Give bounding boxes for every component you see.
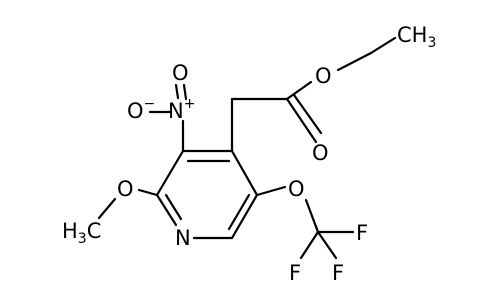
atom-labels: CH3 O O N+ O O− O H3C N O F F F: [62, 23, 436, 285]
atom-o-methoxy: O: [117, 177, 134, 201]
atom-o-nitro-top: O: [172, 61, 189, 85]
atom-f-bottom-left: F: [289, 261, 301, 285]
bond-oocf3-cf3: [304, 198, 320, 234]
bond-ring-c2-n: [155, 193, 178, 227]
atom-ch3-left: H3C: [62, 219, 101, 247]
bond-cf3-fbr: [316, 230, 338, 260]
bond-cf3-fbl: [299, 230, 320, 260]
bond-carbonyl-double-b: [292, 93, 323, 135]
bond-ring-c6-c5: [230, 193, 259, 240]
bond-c2-omethoxy: [137, 188, 159, 197]
bond-ring-c2-n-inner: [164, 193, 183, 221]
atom-n-nitro: N+: [168, 96, 195, 123]
atom-o-ester: O: [315, 64, 332, 88]
bonds: [97, 36, 397, 260]
bond-nnitro-otop: [182, 83, 188, 101]
atom-n-ring: N: [175, 226, 191, 250]
bond-oester-carbonylc: [285, 80, 313, 101]
bond-ch3-ch2: [369, 36, 397, 55]
atom-o-carbonyl: O: [312, 141, 329, 165]
bond-ring-c6-c5-inner: [227, 193, 251, 231]
bond-carbonyl-double-a: [285, 97, 318, 144]
bond-nnitro-otop-b: [174, 83, 180, 100]
bond-ch2-oester: [336, 51, 373, 72]
atom-f-bottom-right: F: [332, 261, 344, 285]
bond-c5-oocf3: [255, 185, 287, 197]
atom-f-right: F: [356, 221, 368, 245]
atom-o-ocf3: O: [288, 177, 305, 201]
bond-omethoxy-ch3: [97, 197, 117, 220]
bond-ring-c3-c2: [155, 149, 185, 197]
atom-o-nitro-left: O−: [127, 96, 155, 123]
bond-ring-c5-c4: [230, 149, 259, 197]
atom-ch3-top: CH3: [397, 23, 436, 51]
